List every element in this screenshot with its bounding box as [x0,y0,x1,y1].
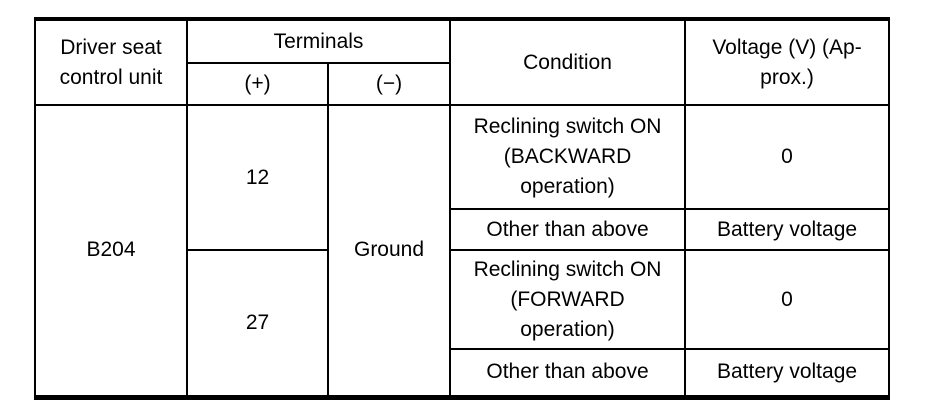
cell-terminal-12: 12 [186,104,329,251]
header-cell-condition: Condition [449,18,687,106]
cell-voltage-value: Battery voltage [684,208,891,251]
cell-control-unit-b204: B204 [34,104,188,398]
cell-condition-reclining-forward: Reclining switch ON (FORWARD operation) [449,249,687,350]
cell-condition-reclining-backward: Reclining switch ON (BACKWARD operation) [449,104,687,210]
table-row: Other than above Battery voltage [35,348,891,398]
cell-voltage-value: 0 [684,104,891,210]
cell-terminal-27: 27 [186,249,329,398]
header-row-2: (+) (−) [35,62,889,106]
table-row: B204 12 Ground Reclining switch ON (BACK… [34,104,891,398]
voltage-inspection-table: Driver seat control unit Terminals Condi… [34,17,891,400]
cell-voltage-value: 0 [684,249,891,350]
header-cell-terminal-plus: (+) [186,62,329,106]
header-cell-voltage: Voltage (V) (Ap- prox.) [684,18,891,106]
header-cell-driver-seat-control-unit: Driver seat control unit [34,18,188,106]
cell-terminal-ground: Ground [326,104,452,398]
table-row: Other than above Battery voltage [35,208,891,251]
cell-condition-other-than-above: Other than above [449,208,687,251]
cell-condition-other-than-above: Other than above [449,348,687,398]
header-cell-terminals: Terminals [185,18,452,64]
header-row-1: Driver seat control unit Terminals Condi… [34,18,891,106]
table-row: 27 Reclining switch ON (FORWARD operatio… [35,249,891,398]
cell-voltage-value: Battery voltage [684,348,891,398]
header-cell-terminal-minus: (−) [326,62,452,106]
